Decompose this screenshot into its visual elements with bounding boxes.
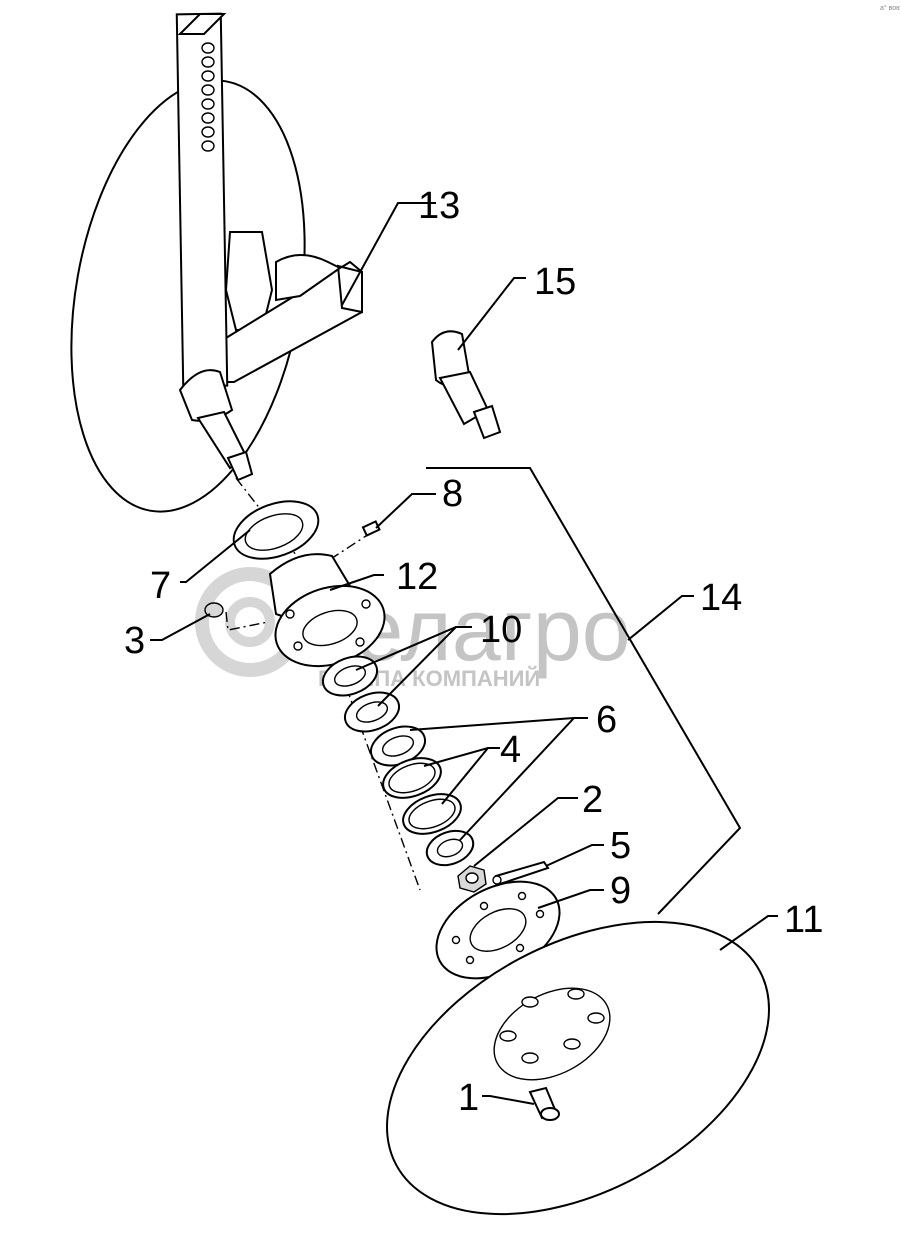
leader-lines	[150, 202, 778, 1105]
part-5-cotter-pin	[492, 860, 550, 886]
part-4-retaining-ring-lower	[402, 793, 462, 835]
part-13-frame-assembly	[70, 12, 363, 513]
callout-9: 9	[610, 870, 631, 912]
callout-5: 5	[610, 825, 631, 867]
callout-10: 10	[480, 609, 522, 651]
adjustment-holes	[201, 42, 215, 152]
bolt-axis	[225, 611, 269, 631]
part-11-disc-blade	[386, 920, 770, 1216]
watermark-logo-core	[225, 597, 275, 647]
part-8-grease-fitting	[361, 520, 381, 537]
part-10-bearing-lower	[343, 691, 401, 733]
vertical-bar-top	[177, 13, 227, 35]
callout-4: 4	[500, 729, 521, 771]
axle-stub-thread	[226, 450, 254, 482]
part-1-bolt	[528, 1086, 560, 1121]
callout-14: 14	[700, 577, 742, 619]
callout-6: 6	[596, 699, 617, 741]
part-15-axle	[430, 330, 502, 440]
axle-tip	[472, 404, 502, 440]
part-2-castle-nut	[457, 865, 487, 893]
part-12-hub	[268, 553, 386, 668]
callout-1: 1	[458, 1077, 479, 1119]
group-14-bracket	[426, 467, 742, 915]
corner-mark: а° вою	[880, 4, 900, 12]
part-7-seal	[232, 500, 320, 560]
callout-15: 15	[534, 261, 576, 303]
callout-2: 2	[582, 779, 603, 821]
callout-7: 7	[150, 565, 171, 607]
callout-13: 13	[418, 185, 460, 227]
callout-12: 12	[396, 556, 438, 598]
callout-3: 3	[124, 620, 145, 662]
part-4-retaining-ring-upper	[382, 757, 442, 799]
vertical-bar	[175, 12, 229, 388]
hub-collar	[275, 254, 342, 302]
callout-11: 11	[784, 899, 823, 941]
callout-8: 8	[442, 473, 463, 515]
